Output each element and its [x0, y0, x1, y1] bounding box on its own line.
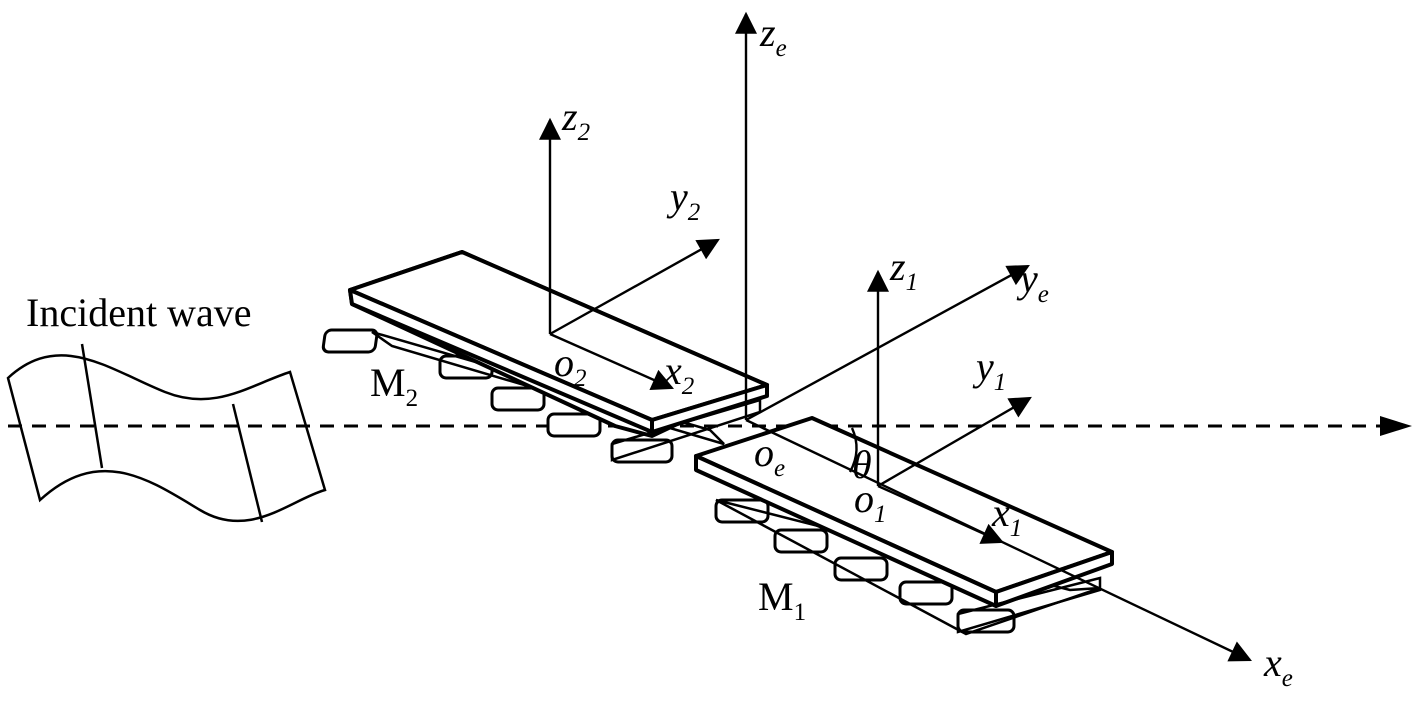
x1-axis — [877, 484, 1005, 544]
o2-label: o2 — [554, 340, 587, 392]
x2-label: x2 — [663, 348, 694, 400]
incident-wave-label: Incident wave — [26, 290, 251, 335]
z2-label: z2 — [561, 94, 590, 146]
z1-label: z1 — [889, 244, 918, 296]
wave-direction-arrowhead — [1380, 416, 1412, 436]
oe-label: oe — [754, 430, 785, 482]
ye-label: ye — [1016, 256, 1049, 308]
x2-axis — [549, 332, 675, 391]
theta-label: θ — [852, 442, 872, 487]
xe-label: xe — [1263, 640, 1293, 692]
ze-label: ze — [759, 10, 787, 62]
y1-label: y1 — [972, 344, 1006, 396]
module-m2 — [321, 250, 769, 464]
o1-label: o1 — [854, 476, 887, 528]
x1-label: x1 — [991, 490, 1022, 542]
theta-arc — [848, 427, 858, 473]
y2-label: y2 — [666, 174, 700, 226]
y2-axis — [549, 238, 720, 336]
incident-wave-surface — [6, 343, 327, 523]
y1-axis — [877, 396, 1032, 488]
m2-label: M2 — [370, 360, 418, 412]
ye-axis — [745, 264, 1030, 422]
m1-label: M1 — [758, 574, 806, 626]
